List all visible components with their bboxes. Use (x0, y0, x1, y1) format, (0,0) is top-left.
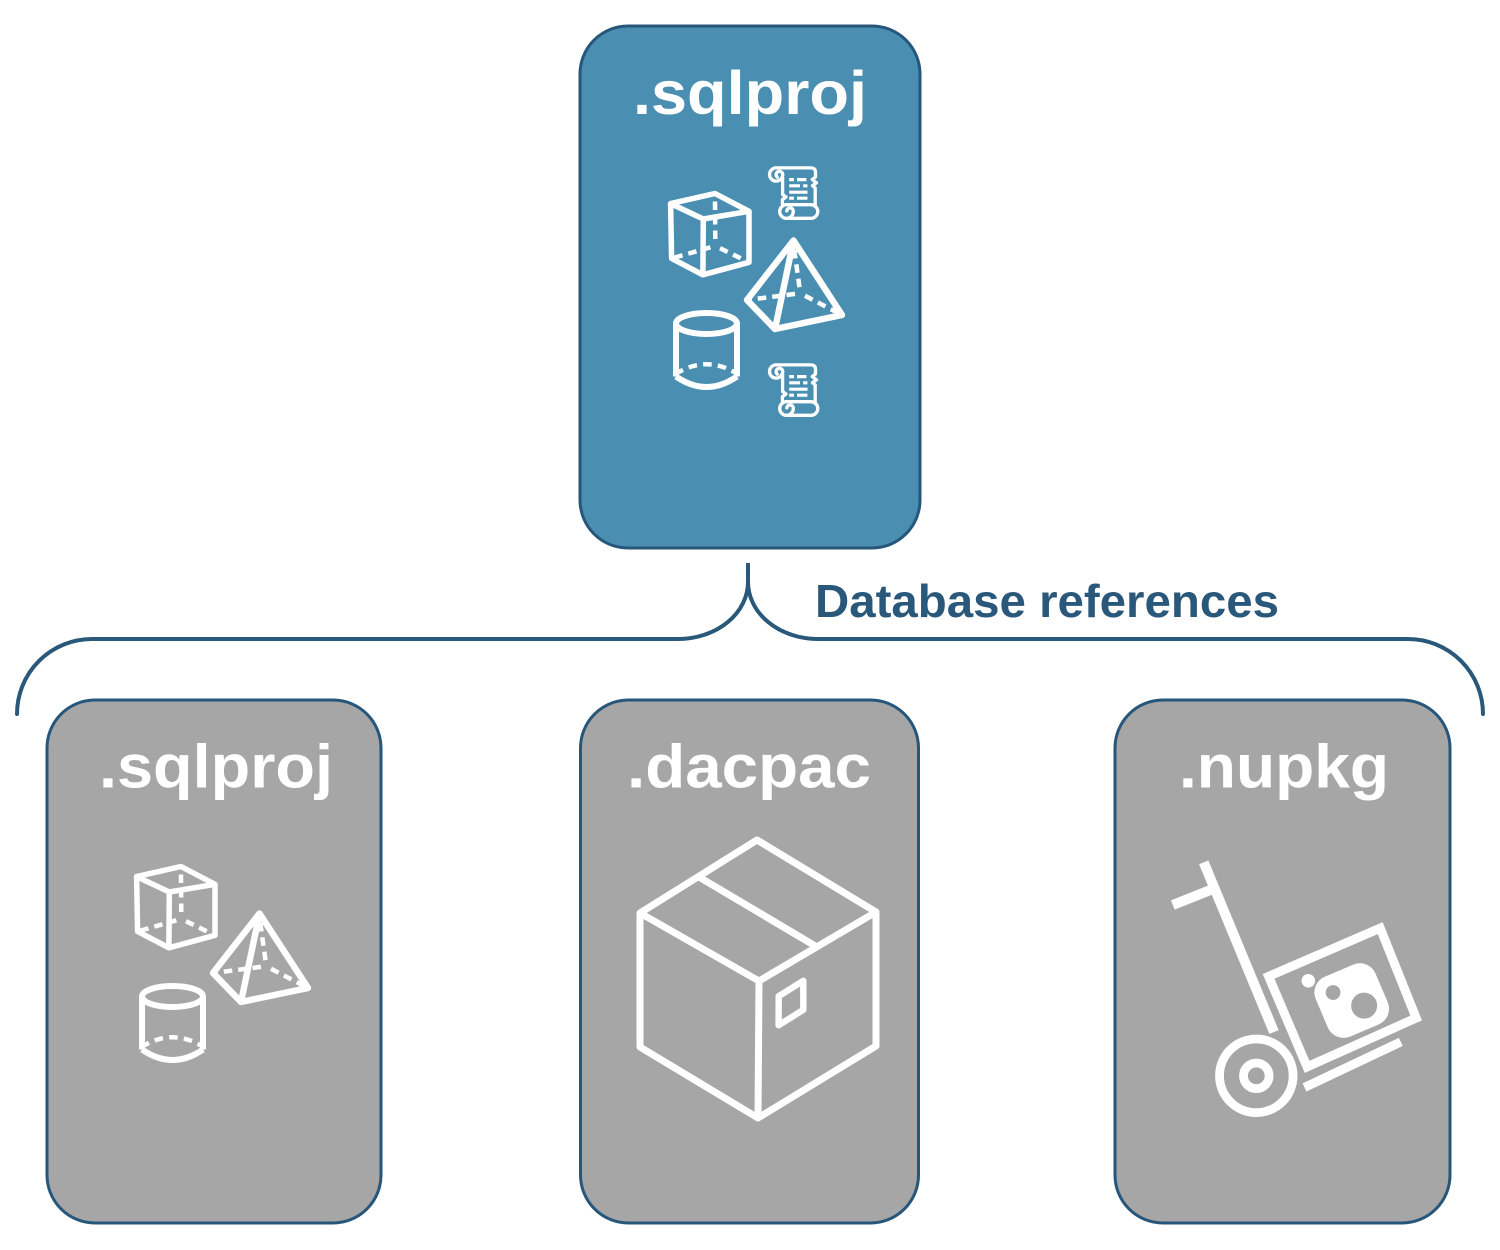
svg-text:Database references: Database references (815, 575, 1279, 627)
svg-text:.sqlproj: .sqlproj (633, 59, 867, 127)
svg-text:.sqlproj: .sqlproj (99, 733, 333, 801)
svg-text:.nupkg: .nupkg (1179, 733, 1389, 801)
svg-text:.dacpac: .dacpac (627, 733, 871, 801)
